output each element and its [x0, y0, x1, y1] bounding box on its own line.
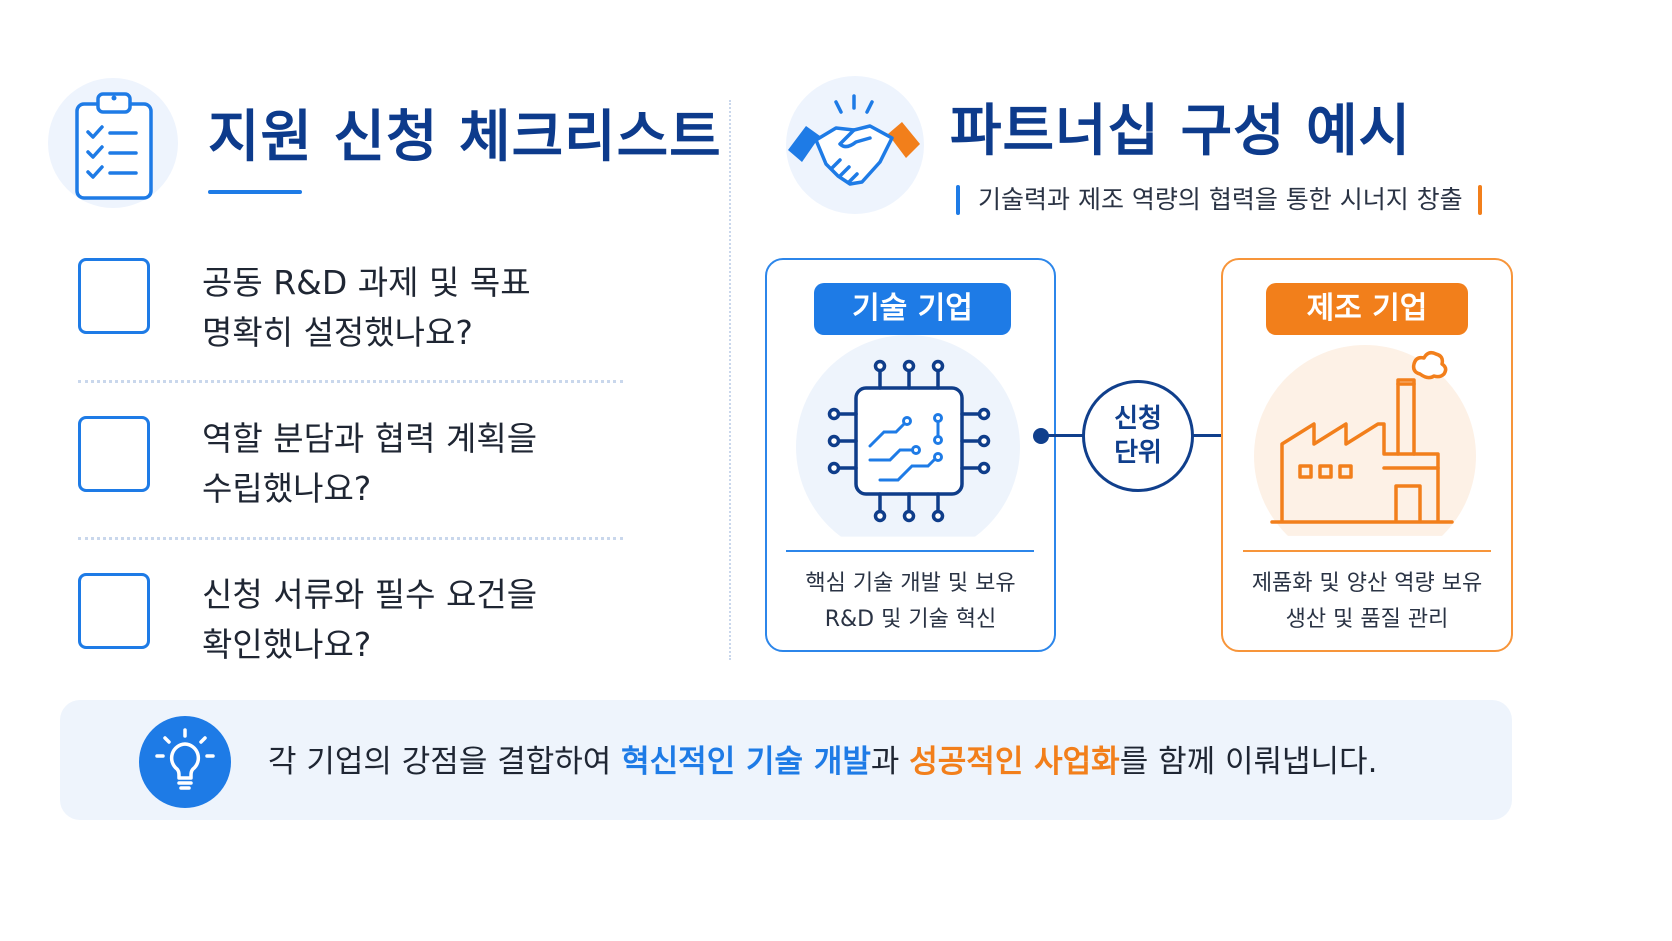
checklist-item-3-line1: 신청 서류와 필수 요건을 — [202, 575, 538, 614]
subtitle-bar-right — [1478, 185, 1482, 215]
tech-card-divider — [786, 550, 1034, 552]
checklist-item-3-line2: 확인했나요? — [202, 625, 372, 664]
summary-text-mid: 과 — [870, 744, 910, 780]
manufacturing-company-description: 제품화 및 양산 역량 보유 생산 및 품질 관리 — [1226, 566, 1508, 638]
vertical-divider — [729, 100, 731, 660]
separator — [78, 537, 623, 540]
checklist-item-2-line1: 역할 분담과 협력 계획을 — [202, 419, 538, 458]
subtitle-bar-left — [956, 185, 960, 215]
manufacturing-card-divider — [1243, 550, 1491, 552]
checklist-item-3: 신청 서류와 필수 요건을 확인했나요? — [202, 570, 537, 670]
tech-company-description: 핵심 기술 개발 및 보유 R&D 및 기술 혁신 — [770, 566, 1051, 638]
partnership-subtitle: 기술력과 제조 역량의 협력을 통한 시너지 창출 — [978, 185, 1463, 214]
center-line1: 신청 — [1114, 404, 1162, 434]
checklist-item-1-line2: 명확히 설정했나요? — [202, 313, 473, 352]
chip-circuit-icon — [827, 359, 991, 523]
mfg-desc-line2: 생산 및 품질 관리 — [1285, 607, 1449, 632]
checkbox-item-1[interactable] — [78, 258, 150, 334]
manufacturing-company-label: 제조 기업 — [1266, 283, 1468, 335]
mfg-desc-line1: 제품화 및 양산 역량 보유 — [1251, 571, 1483, 596]
title-underline — [208, 190, 302, 194]
checklist-title: 지원 신청 체크리스트 — [208, 105, 722, 170]
partnership-title: 파트너십 구성 예시 — [950, 99, 1412, 164]
summary-banner — [60, 700, 1512, 820]
handshake-icon — [788, 94, 920, 186]
separator — [78, 380, 623, 383]
summary-text: 각 기업의 강점을 결합하여 혁신적인 기술 개발과 성공적인 사업화를 함께 … — [268, 740, 1377, 784]
factory-icon — [1270, 350, 1454, 524]
tech-company-label: 기술 기업 — [814, 283, 1011, 335]
lightbulb-icon — [155, 728, 215, 790]
highlight-innovative-tech: 혁신적인 기술 개발 — [621, 744, 871, 780]
tech-desc-line2: R&D 및 기술 혁신 — [824, 607, 997, 632]
connector-line-right — [1192, 434, 1236, 437]
checklist-item-1-line1: 공동 R&D 과제 및 목표 — [202, 263, 531, 302]
checkbox-item-3[interactable] — [78, 573, 150, 649]
application-unit-circle: 신청 단위 — [1082, 380, 1194, 492]
summary-text-pre: 각 기업의 강점을 결합하여 — [268, 744, 622, 780]
summary-text-post: 를 함께 이뤄냅니다. — [1119, 744, 1378, 780]
checklist-item-1: 공동 R&D 과제 및 목표 명확히 설정했나요? — [202, 258, 531, 358]
connector-line-left — [1041, 434, 1085, 437]
tech-desc-line1: 핵심 기술 개발 및 보유 — [805, 571, 1016, 596]
checklist-item-2-line2: 수립했나요? — [202, 469, 372, 508]
checkbox-item-2[interactable] — [78, 416, 150, 492]
highlight-successful-business: 성공적인 사업화 — [909, 744, 1120, 780]
center-line2: 단위 — [1114, 438, 1162, 468]
clipboard-checklist-icon — [75, 92, 153, 200]
checklist-item-2: 역할 분담과 협력 계획을 수립했나요? — [202, 414, 537, 514]
